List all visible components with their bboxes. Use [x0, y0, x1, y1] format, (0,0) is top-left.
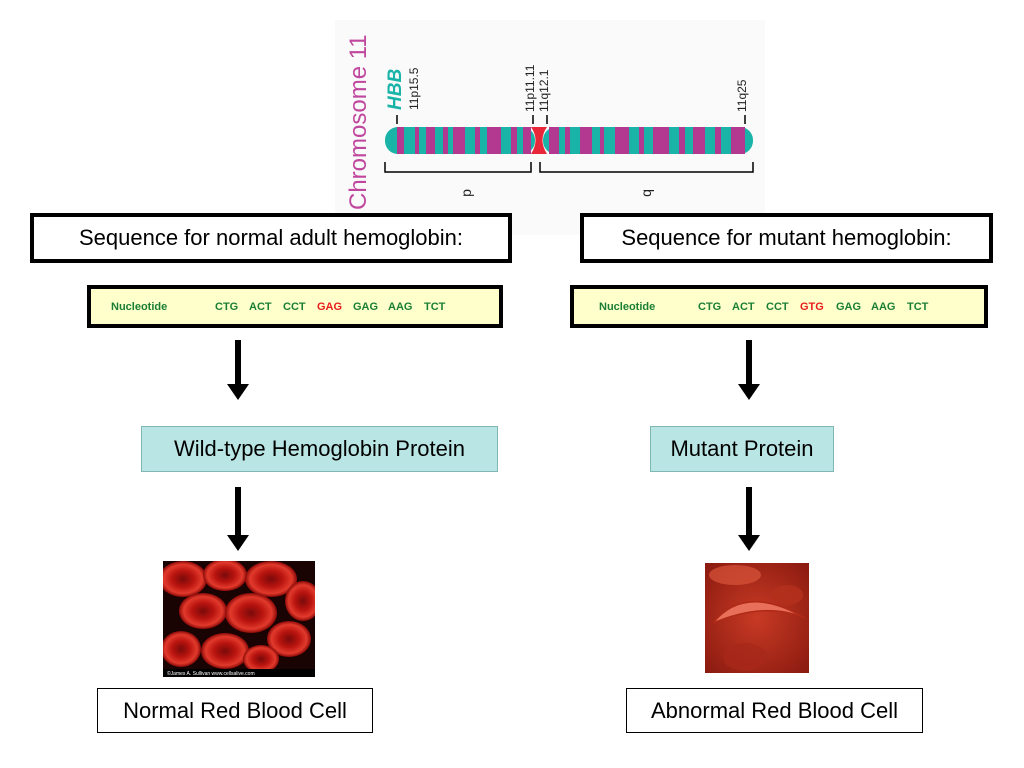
- arrow-down-icon: [738, 487, 760, 551]
- centromere: [531, 127, 547, 154]
- codon: ACT: [249, 300, 272, 313]
- codon: GAG: [353, 300, 379, 313]
- codon: CCT: [283, 300, 306, 313]
- sequence-label: Nucleotide: [599, 300, 656, 313]
- band-label: 11q25: [735, 79, 749, 112]
- codon: CTG: [215, 300, 239, 313]
- normal-sequence-header: Sequence for normal adult hemoglobin:: [30, 213, 512, 263]
- image-credit: ©James A. Sullivan www.cellsalive.com: [167, 670, 255, 677]
- q-arm-bracket: [539, 162, 754, 173]
- sickle-cell-image: [705, 563, 809, 673]
- wildtype-protein-box: Wild-type Hemoglobin Protein: [141, 426, 498, 472]
- band-label: 11p15.5: [407, 67, 421, 111]
- arrow-down-icon: [738, 340, 760, 400]
- normal-cell-label: Normal Red Blood Cell: [97, 688, 373, 733]
- chromosome-graphic: [384, 115, 754, 173]
- arrow-down-icon: [227, 487, 249, 551]
- arm-q-label: q: [638, 189, 654, 197]
- codon: AAG: [871, 300, 896, 313]
- normal-sequence-box: Nucleotide CTG ACT CCT GAG GAG AAG TCT: [87, 285, 503, 328]
- mutant-sequence-header: Sequence for mutant hemoglobin:: [580, 213, 993, 263]
- abnormal-cell-label: Abnormal Red Blood Cell: [626, 688, 923, 733]
- band-label: 11p11.11: [523, 64, 537, 112]
- mutation-codon: GTG: [800, 300, 824, 313]
- codon: TCT: [907, 300, 929, 313]
- mutant-sequence-box: Nucleotide CTG ACT CCT GTG GAG AAG TCT: [570, 285, 988, 328]
- codon: ACT: [732, 300, 755, 313]
- p-arm-bracket: [384, 162, 532, 173]
- codon: TCT: [424, 300, 446, 313]
- gene-label: HBB: [385, 68, 406, 110]
- chromosome-p-arm: [385, 127, 535, 154]
- sequence-label: Nucleotide: [111, 300, 168, 313]
- codon: AAG: [388, 300, 413, 313]
- codon: CTG: [698, 300, 722, 313]
- normal-red-blood-cell-image: ©James A. Sullivan www.cellsalive.com: [163, 561, 315, 677]
- chromosome-q-arm: [543, 127, 753, 154]
- codon: CCT: [766, 300, 789, 313]
- mutant-protein-box: Mutant Protein: [650, 426, 834, 472]
- arm-p-label: p: [458, 189, 474, 197]
- arrow-down-icon: [227, 340, 249, 400]
- band-label: 11q12.1: [537, 69, 551, 113]
- codon: GAG: [836, 300, 862, 313]
- chromosome-panel: Chromosome 11 HBB 11p15.5 11p11.11 11q12…: [335, 20, 765, 235]
- chromosome-title: Chromosome 11: [345, 34, 372, 210]
- mutation-codon: GAG: [317, 300, 343, 313]
